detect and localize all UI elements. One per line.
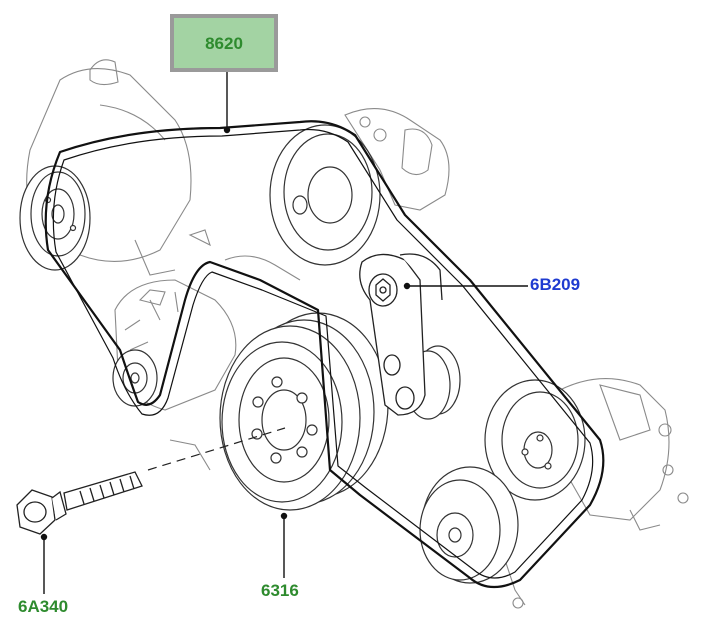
crankshaft-pulley (219, 312, 389, 511)
pulleys (19, 124, 586, 584)
belt-part-number-highlight[interactable]: 8620 (170, 14, 278, 72)
engine-background (26, 59, 689, 609)
belt-part-number: 8620 (205, 33, 243, 53)
crank-bolt (16, 471, 143, 535)
bolt-part-number[interactable]: 6A340 (18, 597, 69, 616)
crank-pulley-part-number[interactable]: 6316 (261, 581, 299, 600)
power-steering-pulley (269, 124, 381, 266)
right-idler-pulley (484, 379, 586, 501)
tensioner-part-number[interactable]: 6B209 (530, 275, 581, 294)
idler-pulley (112, 349, 158, 407)
drive-belt (44, 120, 605, 589)
tensioner-arm (359, 253, 443, 416)
install-axis-line (147, 427, 286, 471)
vacuum-pump-pulley (19, 165, 91, 271)
